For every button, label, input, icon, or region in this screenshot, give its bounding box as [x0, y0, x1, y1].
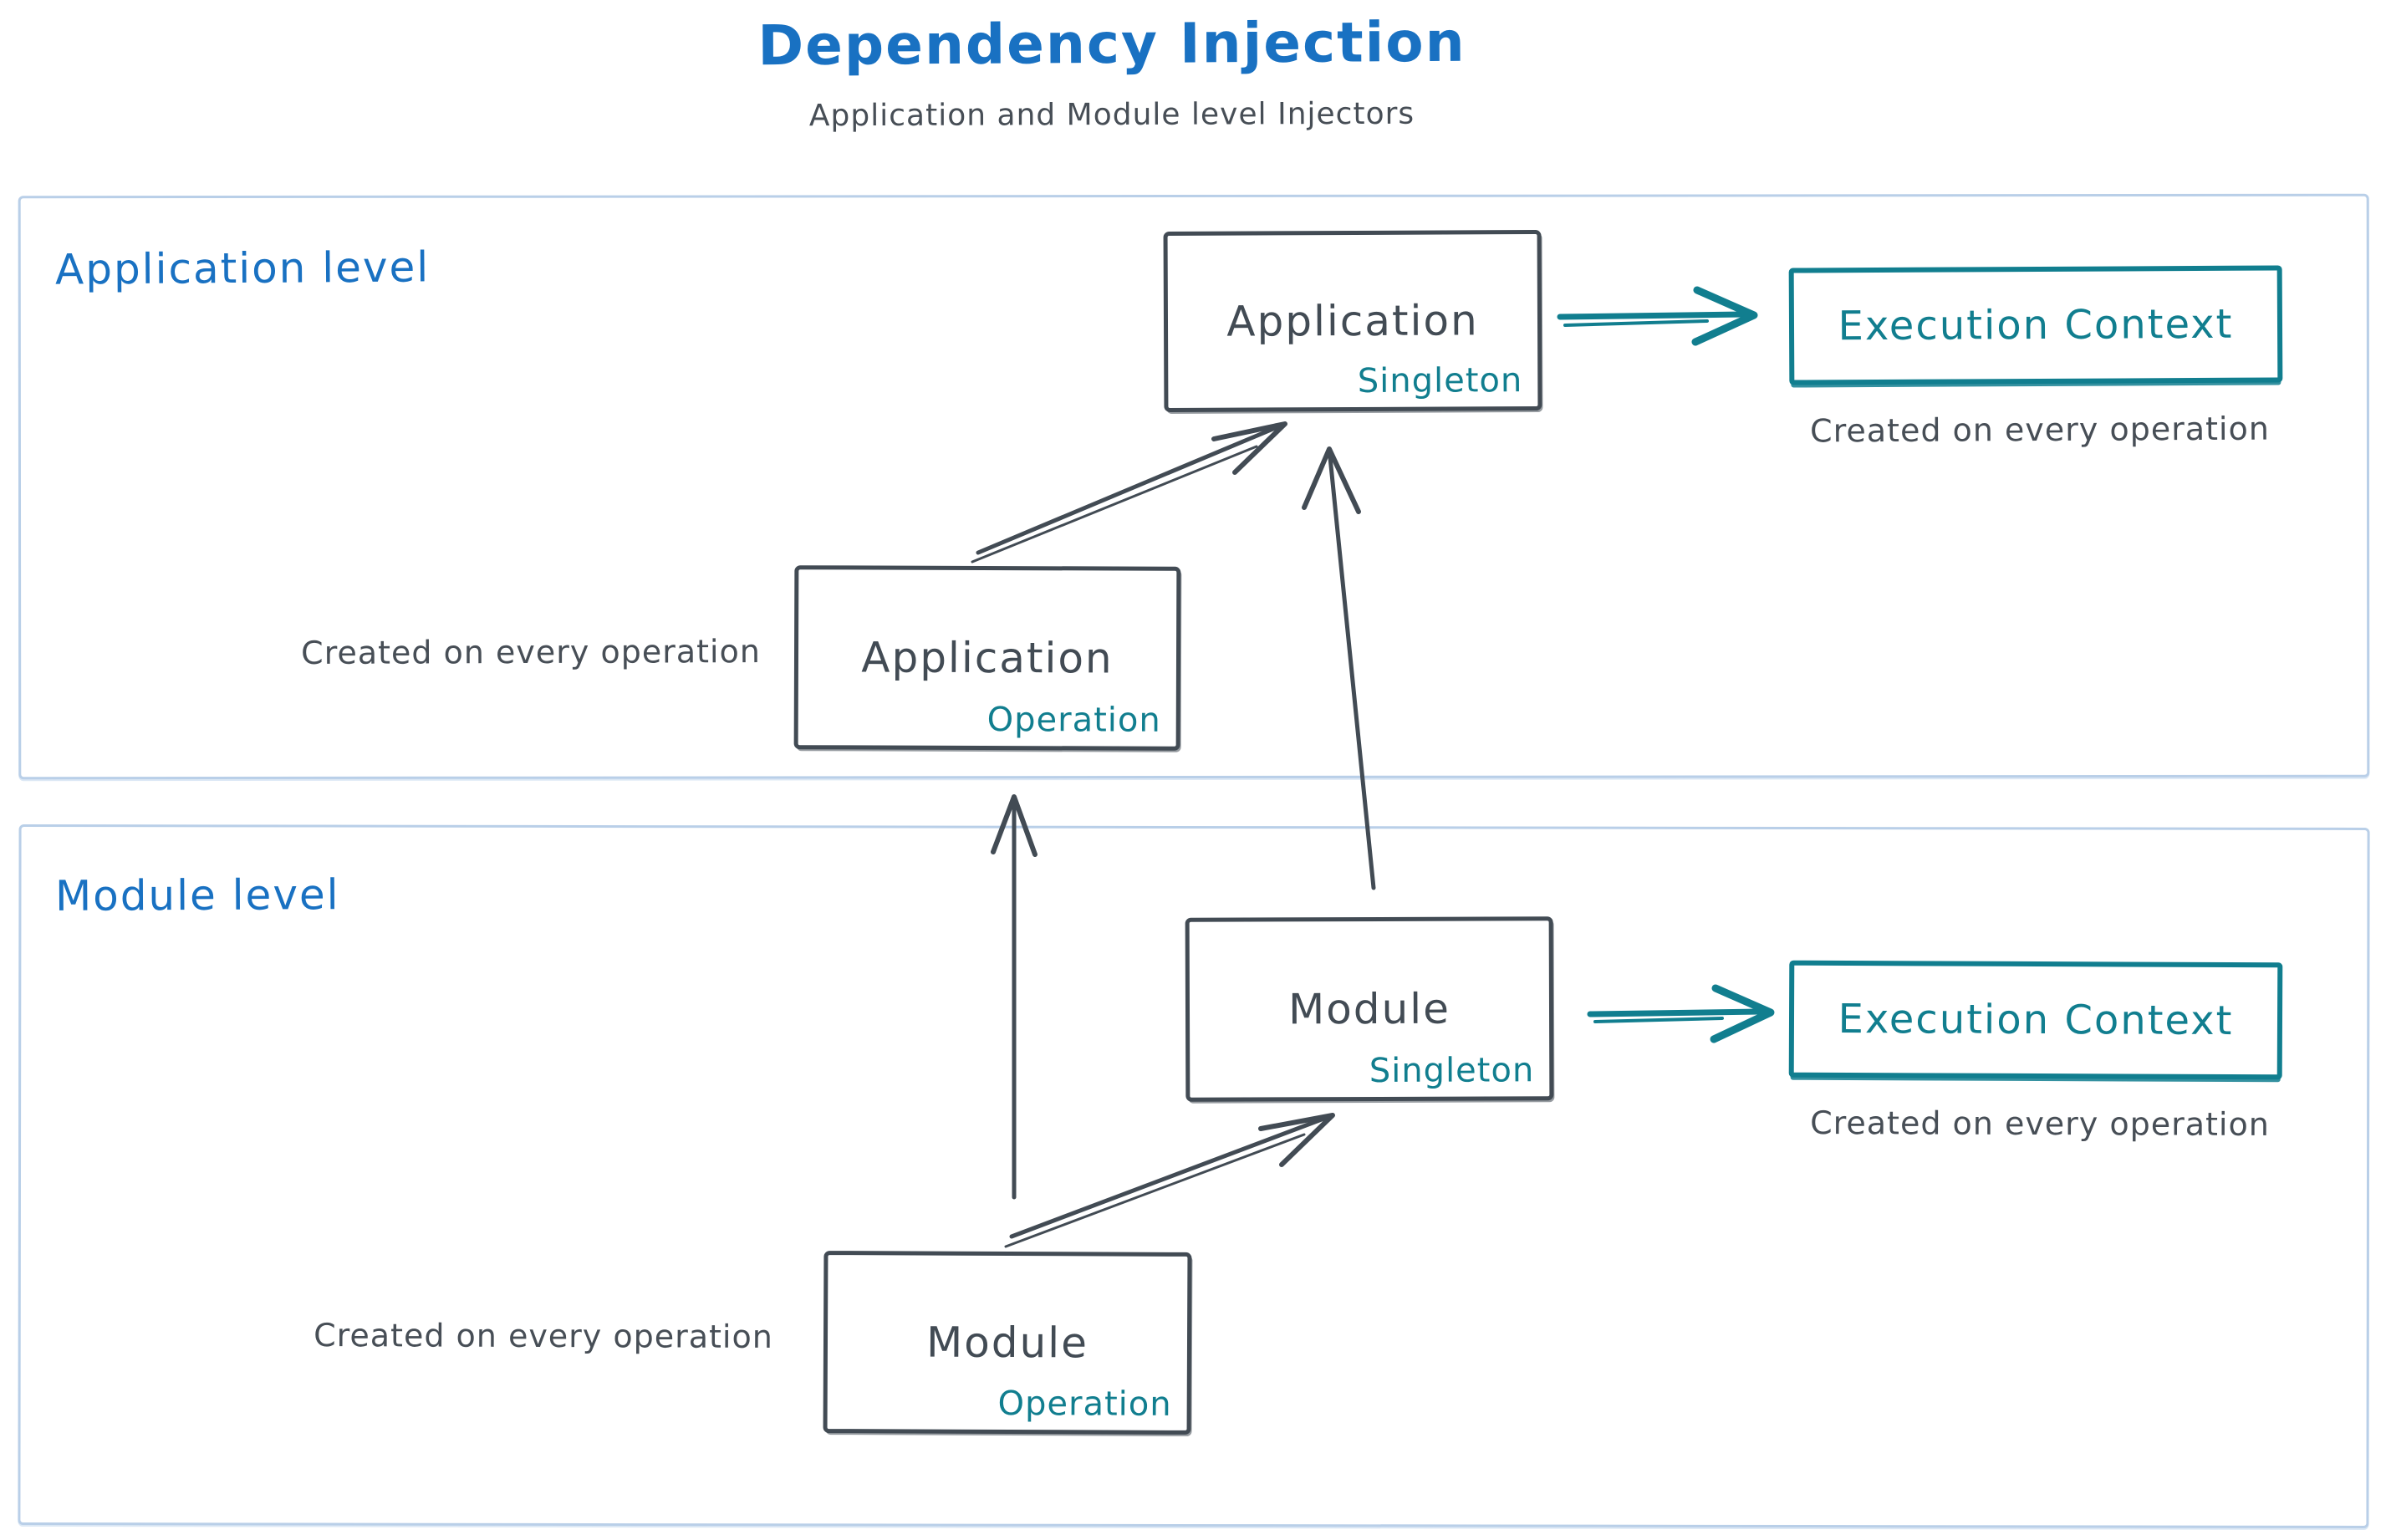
node-title: Module	[925, 1318, 1089, 1368]
application-level-label: Application level	[54, 242, 431, 294]
node-application-operation: Application Operation	[793, 565, 1181, 751]
node-application-singleton: Application Singleton	[1163, 230, 1542, 412]
node-module-singleton: Module Singleton	[1185, 916, 1554, 1102]
node-sublabel: Operation	[987, 700, 1161, 740]
node-title: Execution Context	[1838, 300, 2234, 350]
diagram-title: Dependency Injection	[757, 9, 1466, 79]
diagram-header: Dependency Injection Application and Mod…	[644, 9, 1580, 134]
node-execution-context-module: Execution Context	[1788, 960, 2283, 1080]
node-sublabel: Singleton	[1357, 361, 1523, 400]
caption-module-operation: Created on every operation	[314, 1317, 773, 1355]
node-title: Module	[1287, 984, 1451, 1034]
node-module-operation: Module Operation	[823, 1251, 1192, 1435]
caption-application-operation: Created on every operation	[301, 633, 761, 671]
node-title: Application	[1226, 296, 1479, 346]
node-execution-context-application: Execution Context	[1788, 265, 2283, 385]
diagram-subtitle: Application and Module level Injectors	[808, 96, 1415, 134]
caption-execution-context-module: Created on every operation	[1810, 1104, 2270, 1143]
node-title: Execution Context	[1838, 995, 2234, 1045]
node-sublabel: Operation	[997, 1384, 1172, 1424]
module-level-label: Module level	[54, 870, 340, 920]
node-sublabel: Singleton	[1369, 1051, 1535, 1091]
node-title: Application	[861, 633, 1114, 683]
caption-execution-context-application: Created on every operation	[1809, 410, 2270, 450]
